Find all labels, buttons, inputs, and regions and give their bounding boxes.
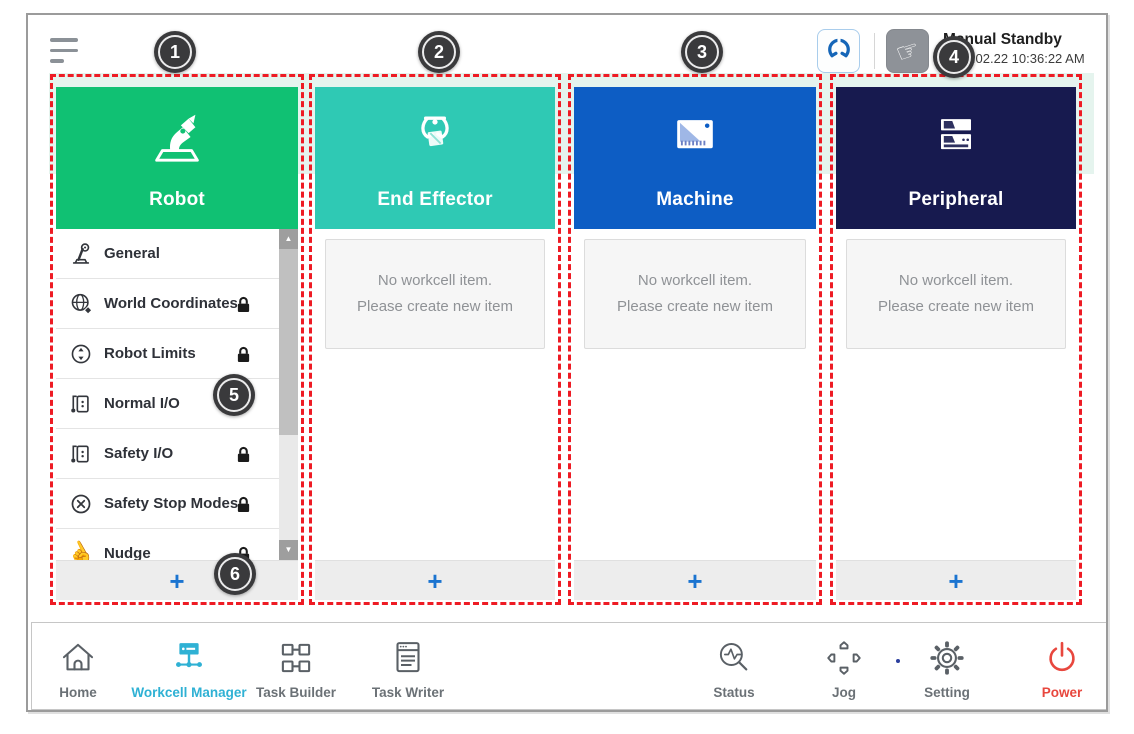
peripheral-add-button[interactable]: +	[836, 560, 1076, 600]
io-port-icon	[67, 440, 95, 468]
list-scrollbar[interactable]: ▲ ▼	[279, 229, 298, 560]
list-item-safety-io[interactable]: Safety I/O	[56, 429, 279, 479]
robot-add-button[interactable]: +	[56, 560, 298, 600]
list-item-label: World Coordinates	[104, 295, 238, 312]
app-window: ☞ Manual Standby 2022.02.22 10:36:22 AM …	[26, 13, 1108, 712]
empty-state: No workcell item. Please create new item	[846, 239, 1066, 349]
nav-status[interactable]: Status	[669, 633, 799, 700]
task-builder-icon	[231, 633, 361, 679]
annotation-badge-4: 4	[933, 36, 975, 78]
list-item-safety-stop-modes[interactable]: Safety Stop Modes	[56, 479, 279, 529]
robot-mode-label: Manual Standby	[943, 31, 1062, 48]
empty-state: No workcell item. Please create new item	[325, 239, 545, 349]
list-item-label: Robot Limits	[104, 345, 196, 362]
home-icon	[28, 633, 143, 679]
lock-icon	[236, 446, 251, 468]
list-item-robot-limits[interactable]: Robot Limits	[56, 329, 279, 379]
list-item-world-coordinates[interactable]: World Coordinates	[56, 279, 279, 329]
menu-icon[interactable]	[50, 38, 78, 70]
empty-state: No workcell item. Please create new item	[584, 239, 806, 349]
machine-icon	[665, 105, 725, 167]
timestamp-label: 2022.02.22 10:36:22 AM	[943, 51, 1085, 66]
nav-jog[interactable]: Jog	[779, 633, 909, 700]
annotation-badge-3: 3	[681, 31, 723, 73]
robot-icon	[146, 105, 208, 167]
machine-add-button[interactable]: +	[574, 560, 816, 600]
stray-dot	[896, 659, 900, 663]
lock-icon	[236, 296, 251, 318]
end-effector-column-header[interactable]: End Effector	[315, 87, 555, 229]
peripheral-column-title: Peripheral	[908, 189, 1004, 210]
nav-power[interactable]: Power	[997, 633, 1106, 700]
plus-icon: +	[169, 566, 185, 596]
annotation-badge-1: 1	[154, 31, 196, 73]
manual-hand-icon: ☞	[891, 33, 924, 69]
scroll-down-button[interactable]: ▼	[279, 540, 298, 560]
machine-column-title: Machine	[656, 189, 734, 210]
empty-state-line2: Please create new item	[617, 298, 773, 315]
list-item-label: General	[104, 245, 160, 262]
peripheral-icon	[926, 105, 986, 167]
nav-workcell-manager[interactable]: Workcell Manager	[124, 633, 254, 700]
gear-icon	[882, 633, 1012, 679]
robot-column-header[interactable]: Robot	[56, 87, 298, 229]
empty-state-line2: Please create new item	[357, 298, 513, 315]
manual-mode-button[interactable]: ☞	[886, 29, 929, 73]
end-effector-add-button[interactable]: +	[315, 560, 555, 600]
list-item-label: Nudge	[104, 545, 151, 560]
plus-icon: +	[427, 566, 443, 596]
annotation-badge-6: 6	[214, 553, 256, 595]
status-icon	[669, 633, 799, 679]
jog-icon	[779, 633, 909, 679]
empty-state-line1: No workcell item.	[898, 272, 1014, 289]
end-effector-icon	[405, 105, 465, 167]
empty-state-line2: Please create new item	[878, 298, 1034, 315]
plus-icon: +	[687, 566, 703, 596]
list-item-normal-io[interactable]: Normal I/O	[56, 379, 279, 429]
scrollbar-thumb[interactable]	[279, 249, 298, 435]
lock-icon	[236, 496, 251, 518]
nav-setting[interactable]: Setting	[882, 633, 1012, 700]
nav-task-writer[interactable]: Task Writer	[343, 633, 473, 700]
list-item-general[interactable]: General	[56, 229, 279, 279]
list-item-label: Normal I/O	[104, 395, 180, 412]
gripper-icon	[827, 37, 850, 58]
robot-status-area: Manual Standby 2022.02.22 10:36:22 AM	[943, 30, 1106, 66]
lock-icon	[236, 346, 251, 368]
task-writer-icon	[343, 633, 473, 679]
annotation-badge-5: 5	[213, 374, 255, 416]
power-icon	[997, 633, 1106, 679]
empty-state-line1: No workcell item.	[637, 272, 753, 289]
scroll-up-button[interactable]: ▲	[279, 229, 298, 249]
topbar-divider	[874, 33, 875, 69]
world-coordinates-icon	[67, 290, 95, 318]
peripheral-column-header[interactable]: Peripheral	[836, 87, 1076, 229]
robot-column-title: Robot	[149, 189, 205, 210]
end-effector-column-title: End Effector	[377, 189, 493, 210]
end-effector-tool-button[interactable]	[817, 29, 860, 73]
stop-circle-icon	[67, 490, 95, 518]
workcell-manager-icon	[124, 633, 254, 679]
nudge-hand-icon: ☝	[62, 535, 99, 560]
nav-task-builder[interactable]: Task Builder	[231, 633, 361, 700]
robot-arm-icon	[67, 240, 95, 268]
list-item-label: Safety Stop Modes	[104, 495, 239, 512]
plus-icon: +	[948, 566, 964, 596]
robot-limits-icon	[67, 340, 95, 368]
io-port-icon	[67, 390, 95, 418]
empty-state-line1: No workcell item.	[377, 272, 493, 289]
list-item-label: Safety I/O	[104, 445, 174, 462]
machine-column-header[interactable]: Machine	[574, 87, 816, 229]
annotation-badge-2: 2	[418, 31, 460, 73]
nav-home[interactable]: Home	[28, 633, 143, 700]
bottom-nav-bar: Home Workcell Manager	[31, 622, 1106, 710]
